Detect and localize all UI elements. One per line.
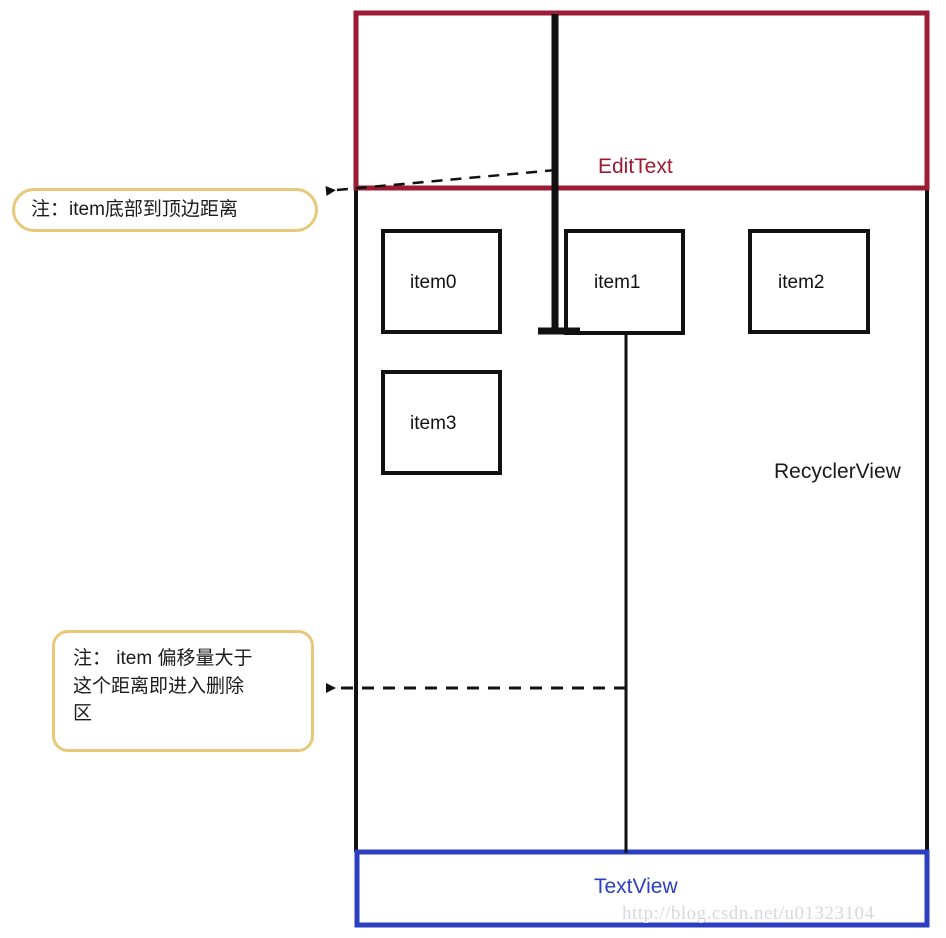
item-label-0: item0	[410, 272, 457, 293]
annotation-bottom-note-line2: 这个距离即进入删除	[73, 675, 245, 697]
annotation-top-note: 注：item底部到顶边距离	[12, 188, 318, 232]
annotation-bottom-note-line1: 注： item 偏移量大于	[73, 648, 253, 669]
edittext-label: EditText	[598, 155, 673, 178]
annotation-top-note-text: 注：item底部到顶边距离	[31, 199, 238, 221]
item-label-3: item3	[410, 413, 457, 434]
item-label-2: item2	[778, 272, 825, 293]
top-note-leader	[325, 168, 557, 196]
annotation-bottom-note: 注： item 偏移量大于 这个距离即进入删除 区	[52, 630, 314, 752]
textview-label: TextView	[594, 875, 678, 898]
item-label-1: item1	[594, 272, 641, 293]
offset-measure-bar	[538, 14, 580, 335]
watermark: http://blog.csdn.net/u01323104	[622, 903, 875, 924]
recyclerview-label: RecyclerView	[774, 460, 901, 483]
annotation-bottom-note-line3: 区	[73, 703, 93, 725]
